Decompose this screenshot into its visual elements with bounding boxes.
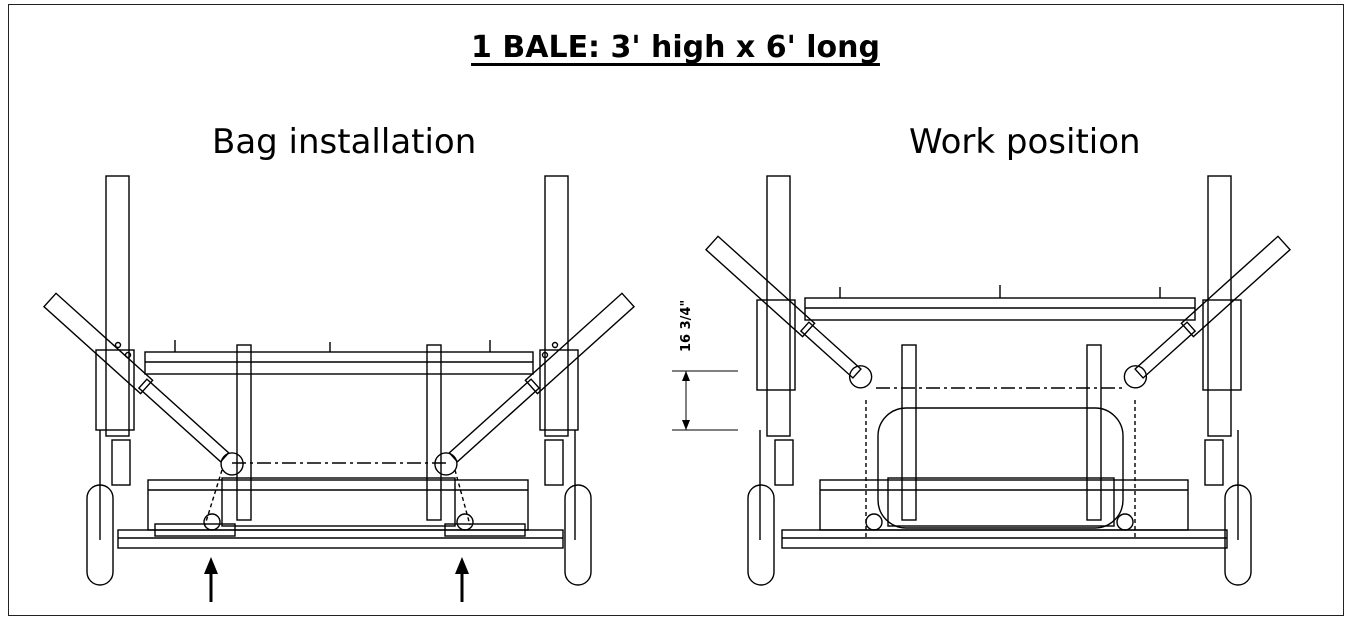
- base-frame: [117, 529, 564, 549]
- base-frame: [781, 529, 1228, 549]
- right-post: [1207, 175, 1232, 437]
- work-position-view: [704, 175, 1292, 586]
- right-up-arrow: [455, 557, 469, 602]
- right-wheel: [564, 484, 592, 586]
- dimension-label: 16 3/4": [679, 300, 694, 352]
- left-up-arrow: [204, 557, 218, 602]
- bag-installation-view: [42, 175, 636, 602]
- bale-roll: [221, 477, 456, 527]
- left-post: [766, 175, 791, 437]
- bag-installation-caption: Bag installation: [212, 122, 477, 162]
- right-post: [544, 175, 569, 437]
- drawing-title: 1 BALE: 3' high x 6' long: [471, 30, 880, 65]
- height-dimension: 16 3/4": [672, 300, 738, 431]
- cross-beam: [804, 297, 1196, 321]
- work-position-caption: Work position: [909, 122, 1141, 162]
- left-wheel: [747, 484, 775, 586]
- cross-beam: [144, 351, 534, 375]
- bale-outline: [877, 407, 1124, 529]
- left-post: [105, 175, 130, 437]
- drawing-frame: [8, 4, 1344, 616]
